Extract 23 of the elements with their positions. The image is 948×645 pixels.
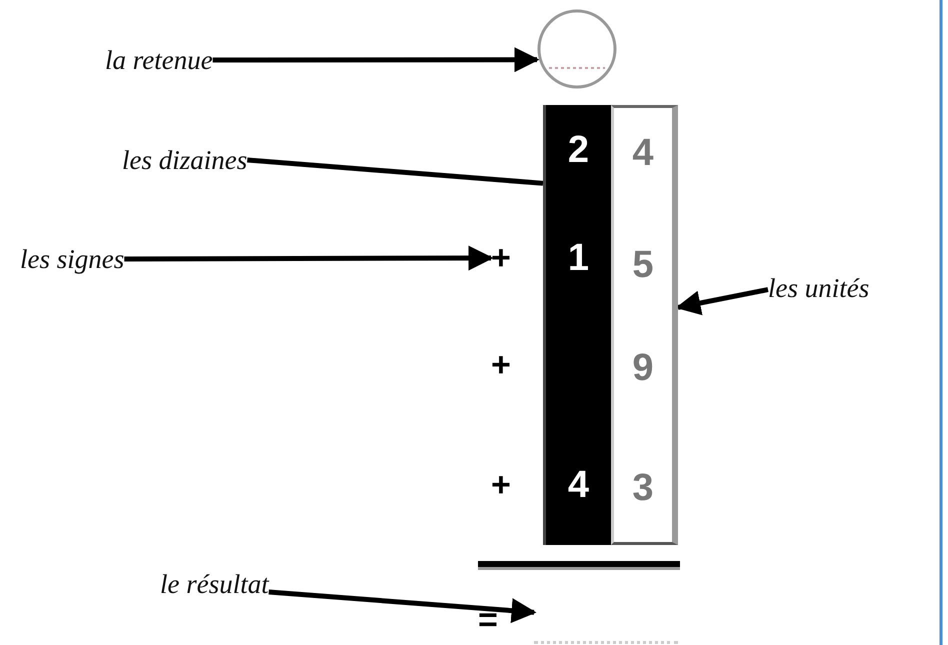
arrow [212, 47, 540, 72]
carry-circle [537, 8, 617, 90]
arrow [124, 246, 494, 271]
digit: 1 [566, 238, 590, 278]
plus-sign: + [491, 241, 511, 275]
label-text: les dizaines [122, 144, 248, 176]
units-column [611, 105, 678, 545]
digit: 3 [631, 468, 655, 508]
digit: 4 [631, 133, 655, 173]
leader-line [247, 158, 544, 186]
plus-sign: + [491, 348, 511, 382]
label-text: les signes [20, 243, 124, 275]
digit: 2 [566, 130, 590, 170]
digit: 4 [566, 465, 590, 505]
digit: 9 [631, 348, 655, 388]
plus-sign: + [491, 468, 511, 502]
label-text: les unités [768, 272, 870, 304]
digit: 5 [631, 245, 655, 285]
label-text: la retenue [105, 44, 213, 76]
tens-column [543, 105, 611, 545]
label-text: le résultat [160, 568, 269, 600]
arrow [268, 590, 536, 624]
equals-sign: = [478, 603, 498, 637]
